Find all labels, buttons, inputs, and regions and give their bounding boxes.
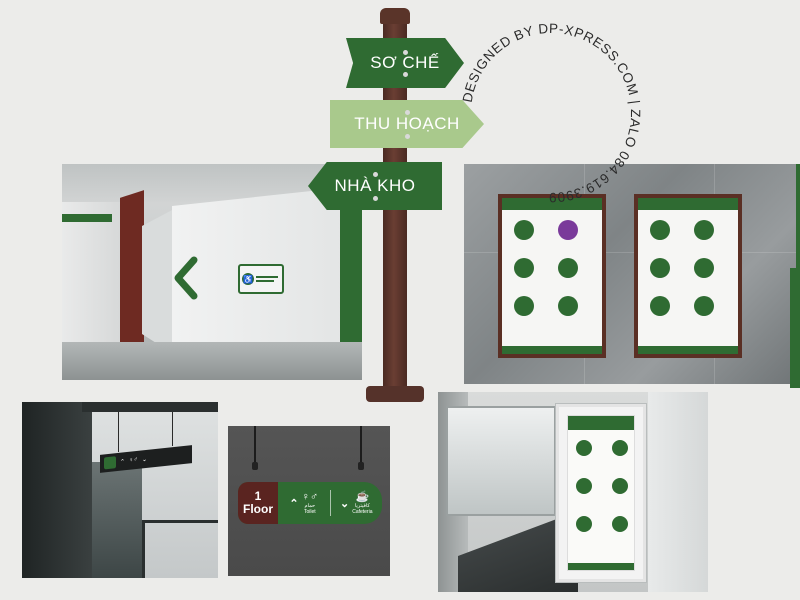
wall-signage-plate: ♿ [238, 264, 284, 294]
floor-number: 1 [254, 489, 262, 504]
chevron-up-icon: ⌃ [120, 458, 126, 466]
toilet-label: Toilet [304, 508, 316, 515]
floor-indicator: 1 Floor [238, 482, 278, 524]
poster-frame [556, 404, 646, 582]
dark-hanging-sign: ⌃ ♀♂ ⌄ [100, 445, 192, 473]
poster-header [638, 198, 738, 210]
bolt [403, 50, 408, 55]
green-edge [790, 268, 800, 388]
poster-icon [558, 296, 578, 316]
signpost-arrow-so-che: SƠ CHẾ [346, 38, 464, 88]
poster-icon [558, 258, 578, 278]
bolt [373, 196, 378, 201]
dark-structure [22, 402, 92, 578]
ceiling-bar [82, 402, 218, 412]
poster-footer [502, 346, 602, 354]
poster-icon [612, 478, 628, 494]
floor [62, 342, 362, 380]
chevron-down-icon: ⌄ [142, 456, 148, 463]
bolt [405, 110, 410, 115]
maroon-wall-panel [120, 190, 144, 358]
poster-icon [576, 516, 592, 532]
signpost-arrow-nha-kho: NHÀ KHO [308, 162, 442, 210]
toilet-arabic-label: حمام [304, 502, 316, 509]
bolt [403, 72, 408, 77]
chevron-down-icon: ⌄ [339, 497, 350, 510]
sign-wire [172, 412, 173, 446]
posters-wall-photo [464, 164, 800, 384]
poster-icon [650, 220, 670, 240]
signpost-arrow-thu-hoach: THU HOẠCH [330, 100, 484, 148]
poster-corona-prevention [634, 194, 742, 358]
wire-clip [252, 462, 258, 470]
sign-wire [254, 426, 256, 464]
plate-text-lines [256, 276, 278, 282]
watermark-text: DESIGNED BY DP-XPRESS.COM | ZALO 084.619… [460, 21, 643, 205]
poster-icon [558, 220, 578, 240]
support-arm [142, 520, 218, 523]
wire-clip [358, 462, 364, 470]
cafeteria-label: Cafeteria [352, 508, 373, 515]
toilet-icon: ♀♂ [129, 456, 139, 464]
sign-wire [118, 412, 119, 452]
escalator-poster-photo [438, 392, 708, 592]
poster-icon [514, 258, 534, 278]
bolt [373, 172, 378, 177]
wheelchair-icon: ♿ [242, 273, 254, 285]
chevron-left-icon [174, 256, 198, 300]
corridor-photo: ♿ [62, 164, 362, 380]
arrow-label: NHÀ KHO [334, 176, 416, 195]
poster-icon [612, 440, 628, 456]
cafeteria-arabic-label: كافيتريا [354, 502, 370, 509]
poster-header [568, 416, 634, 430]
floor-sign-mockup: 1 Floor ⌃ ♀♂ حمام Toilet ⌄ ☕ كافيتريا Ca… [228, 426, 390, 576]
poster-header [502, 198, 602, 210]
signpost-base [366, 386, 424, 402]
poster-icon [650, 258, 670, 278]
floor-label: Floor [243, 502, 273, 516]
poster-icon [694, 220, 714, 240]
poster-icon [612, 516, 628, 532]
bolt [405, 134, 410, 139]
floor-badge [104, 456, 116, 470]
side-wall [648, 392, 708, 592]
circular-watermark: DESIGNED BY DP-XPRESS.COM | ZALO 084.619… [460, 21, 643, 205]
chevron-up-icon: ⌃ [289, 497, 299, 510]
green-wall-stripe [62, 214, 112, 222]
poster-icon [650, 296, 670, 316]
poster-icon [514, 220, 534, 240]
poster-footer [568, 563, 634, 570]
wall-seam [464, 252, 800, 253]
arrow-label: SƠ CHẾ [370, 53, 440, 72]
hanging-sign-photo: ⌃ ♀♂ ⌄ [22, 402, 218, 578]
floor-sign-board: 1 Floor ⌃ ♀♂ حمام Toilet ⌄ ☕ كافيتريا Ca… [238, 482, 382, 524]
poster-icon [576, 440, 592, 456]
poster-icon [694, 258, 714, 278]
toilet-icon: ♀♂ [301, 490, 319, 503]
glass-panel [92, 462, 142, 578]
support-post [142, 520, 145, 578]
poster-hand-sanitizer [498, 194, 606, 358]
arrow-label: THU HOẠCH [354, 114, 460, 133]
signpost-cap [380, 8, 410, 24]
poster-icon [694, 296, 714, 316]
sign-wire [360, 426, 362, 464]
poster-footer [638, 346, 738, 354]
poster-icon [514, 296, 534, 316]
toilet-zone: ⌃ ♀♂ حمام Toilet [278, 482, 330, 524]
divider [329, 490, 331, 516]
wall-return [142, 208, 176, 356]
window [446, 406, 556, 516]
green-wall-edge [340, 204, 362, 374]
poster-icon [576, 478, 592, 494]
coffee-cup-icon: ☕ [355, 490, 370, 503]
cafeteria-zone: ⌄ ☕ كافيتريا Cafeteria [331, 482, 383, 524]
